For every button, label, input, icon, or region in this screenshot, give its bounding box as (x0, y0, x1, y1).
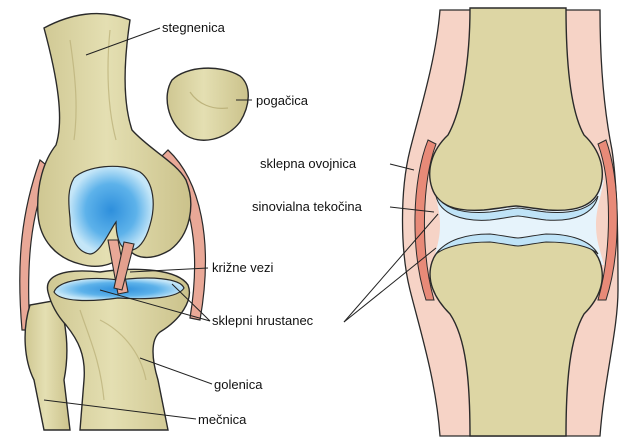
label-femur: stegnenica (162, 20, 225, 35)
label-patella: pogačica (256, 93, 308, 108)
label-cruciate: križne vezi (212, 260, 273, 275)
left-knee-view (20, 14, 249, 430)
label-cartilage: sklepni hrustanec (212, 313, 313, 328)
label-fibula: mečnica (198, 412, 246, 427)
label-synovial: sinovialna tekočina (252, 199, 362, 214)
patella-bone (167, 68, 248, 140)
label-tibia: golenica (214, 377, 262, 392)
femur-bone (38, 14, 191, 267)
right-joint-section (403, 8, 619, 436)
label-capsule: sklepna ovojnica (260, 156, 356, 171)
